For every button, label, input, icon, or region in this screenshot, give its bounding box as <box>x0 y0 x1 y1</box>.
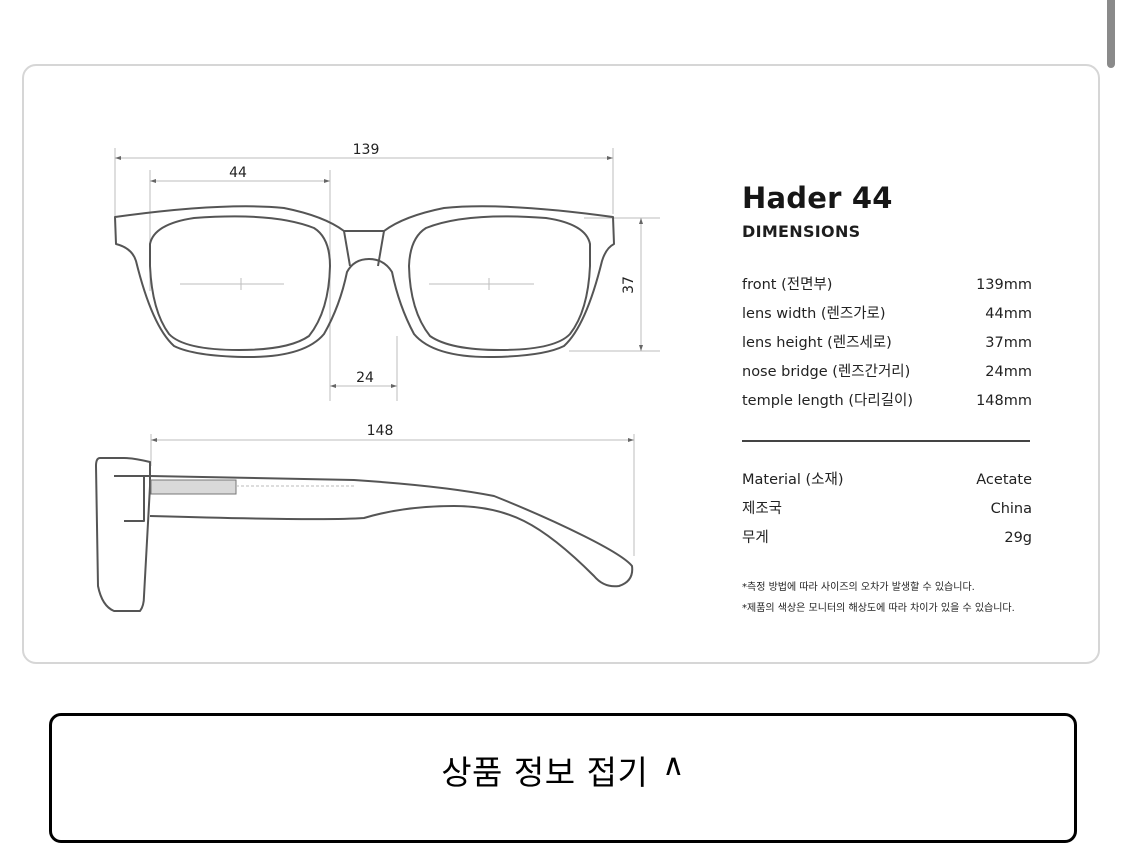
divider <box>742 440 1030 442</box>
dimension-label: front (전면부) <box>742 277 833 293</box>
dimension-label: nose bridge (렌즈간거리) <box>742 364 911 380</box>
chevron-up-icon: ∧ <box>662 748 685 783</box>
spec-panel: Hader 44 DIMENSIONS front (전면부) 139mm le… <box>742 180 1032 619</box>
dimension-value: 24mm <box>985 364 1032 380</box>
details-list: Material (소재) Acetate 제조국 China 무게 29g <box>742 466 1032 553</box>
dim-temple-label: 148 <box>367 423 394 439</box>
dimension-row: lens height (렌즈세로) 37mm <box>742 329 1032 358</box>
dim-lens-width-label: 44 <box>229 165 247 181</box>
dimension-label: temple length (다리길이) <box>742 393 913 409</box>
dim-front-label: 139 <box>353 142 380 158</box>
dimension-label: lens height (렌즈세로) <box>742 335 892 351</box>
collapse-product-info-button[interactable]: 상품 정보 접기 ∧ <box>49 713 1077 843</box>
dimension-row: nose bridge (렌즈간거리) 24mm <box>742 358 1032 387</box>
dimension-label: lens width (렌즈가로) <box>742 306 886 322</box>
dimension-value: 148mm <box>976 393 1032 409</box>
detail-value: China <box>990 501 1032 517</box>
glasses-dimension-diagram: 139 44 24 37 148 <box>95 142 660 612</box>
disclaimer-notes: *측정 방법에 따라 사이즈의 오차가 발생할 수 있습니다. *제품의 색상은… <box>742 577 1032 619</box>
detail-value: Acetate <box>976 472 1032 488</box>
dimension-value: 37mm <box>985 335 1032 351</box>
dimensions-list: front (전면부) 139mm lens width (렌즈가로) 44mm… <box>742 271 1032 416</box>
detail-label: 무게 <box>742 530 769 546</box>
product-spec-card: 139 44 24 37 148 Hader 44 DIMENSIONS fro… <box>22 64 1100 664</box>
dimension-row: temple length (다리길이) 148mm <box>742 387 1032 416</box>
dimension-value: 139mm <box>976 277 1032 293</box>
note-color: *제품의 색상은 모니터의 해상도에 따라 차이가 있을 수 있습니다. <box>742 603 1015 614</box>
detail-row: 제조국 China <box>742 495 1032 524</box>
detail-value: 29g <box>1004 530 1032 546</box>
scrollbar-thumb[interactable] <box>1107 0 1115 68</box>
dimension-row: lens width (렌즈가로) 44mm <box>742 300 1032 329</box>
detail-row: Material (소재) Acetate <box>742 466 1032 495</box>
temple-pattern-inlay <box>150 479 237 495</box>
dimension-row: front (전면부) 139mm <box>742 271 1032 300</box>
dim-bridge-label: 24 <box>356 370 374 386</box>
detail-label: 제조국 <box>742 501 783 517</box>
detail-row: 무게 29g <box>742 524 1032 553</box>
dimension-value: 44mm <box>985 306 1032 322</box>
section-title: DIMENSIONS <box>742 222 861 241</box>
collapse-button-label: 상품 정보 접기 <box>441 753 649 792</box>
product-name: Hader 44 <box>742 181 893 215</box>
dim-lens-height-label: 37 <box>621 276 637 294</box>
detail-label: Material (소재) <box>742 472 844 488</box>
note-measurement: *측정 방법에 따라 사이즈의 오차가 발생할 수 있습니다. <box>742 582 975 593</box>
